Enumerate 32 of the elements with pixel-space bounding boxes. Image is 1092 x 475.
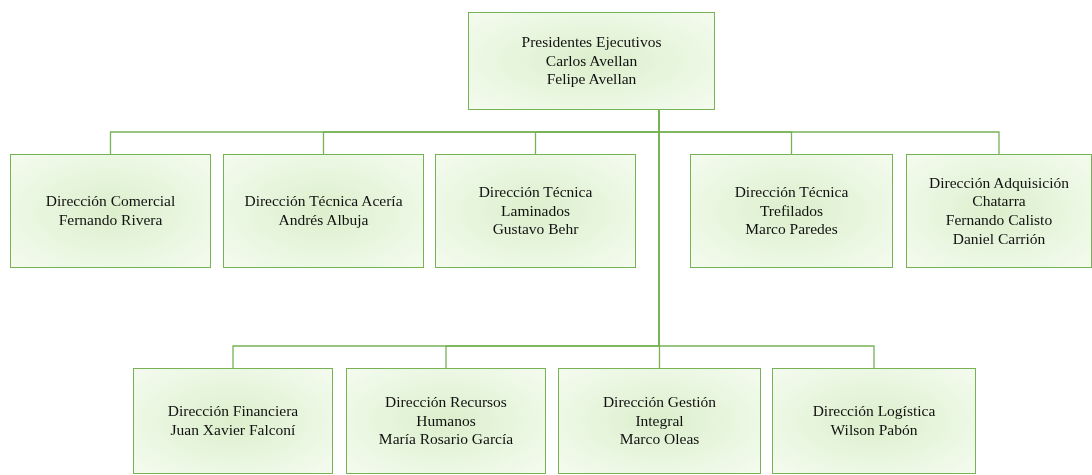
org-box	[906, 154, 1092, 268]
org-box	[690, 154, 893, 268]
unit-title: Dirección Logística	[811, 402, 937, 421]
unit-title: Dirección Adquisición Chatarra	[928, 173, 1070, 211]
unit-title: Dirección Técnica Trefilados	[733, 183, 850, 221]
org-box	[133, 368, 333, 474]
person-name: Fernando Rivera	[57, 211, 164, 230]
person-name: Gustavo Behr	[491, 220, 580, 239]
person-name: Carlos Avellan	[544, 51, 639, 71]
unit-title: Dirección Recursos Humanos	[384, 393, 508, 431]
unit-title: Dirección Técnica Laminados	[477, 183, 594, 221]
org-box	[468, 12, 715, 110]
unit-title: Dirección Gestión Integral	[601, 393, 718, 431]
person-name: Daniel Carrión	[951, 229, 1047, 249]
person-name: Andrés Albuja	[277, 211, 370, 230]
person-name: Fernando Calisto	[944, 211, 1054, 230]
person-name: Juan Xavier Falconí	[169, 421, 297, 440]
org-box	[346, 368, 546, 474]
org-box	[223, 154, 424, 268]
unit-title: Presidentes Ejecutivos	[520, 33, 663, 52]
org-box	[435, 154, 636, 268]
person-name: Marco Paredes	[744, 220, 839, 239]
org-box	[558, 368, 761, 474]
person-name: Marco Oleas	[618, 430, 701, 449]
unit-title: Dirección Financiera	[166, 402, 300, 421]
org-box	[772, 368, 976, 474]
org-box	[10, 154, 211, 268]
person-name: María Rosario García	[377, 430, 515, 449]
person-name: Wilson Pabón	[829, 421, 919, 440]
unit-title: Dirección Comercial	[44, 192, 177, 211]
person-name: Felipe Avellan	[545, 70, 638, 89]
unit-title: Dirección Técnica Acería	[243, 192, 404, 211]
